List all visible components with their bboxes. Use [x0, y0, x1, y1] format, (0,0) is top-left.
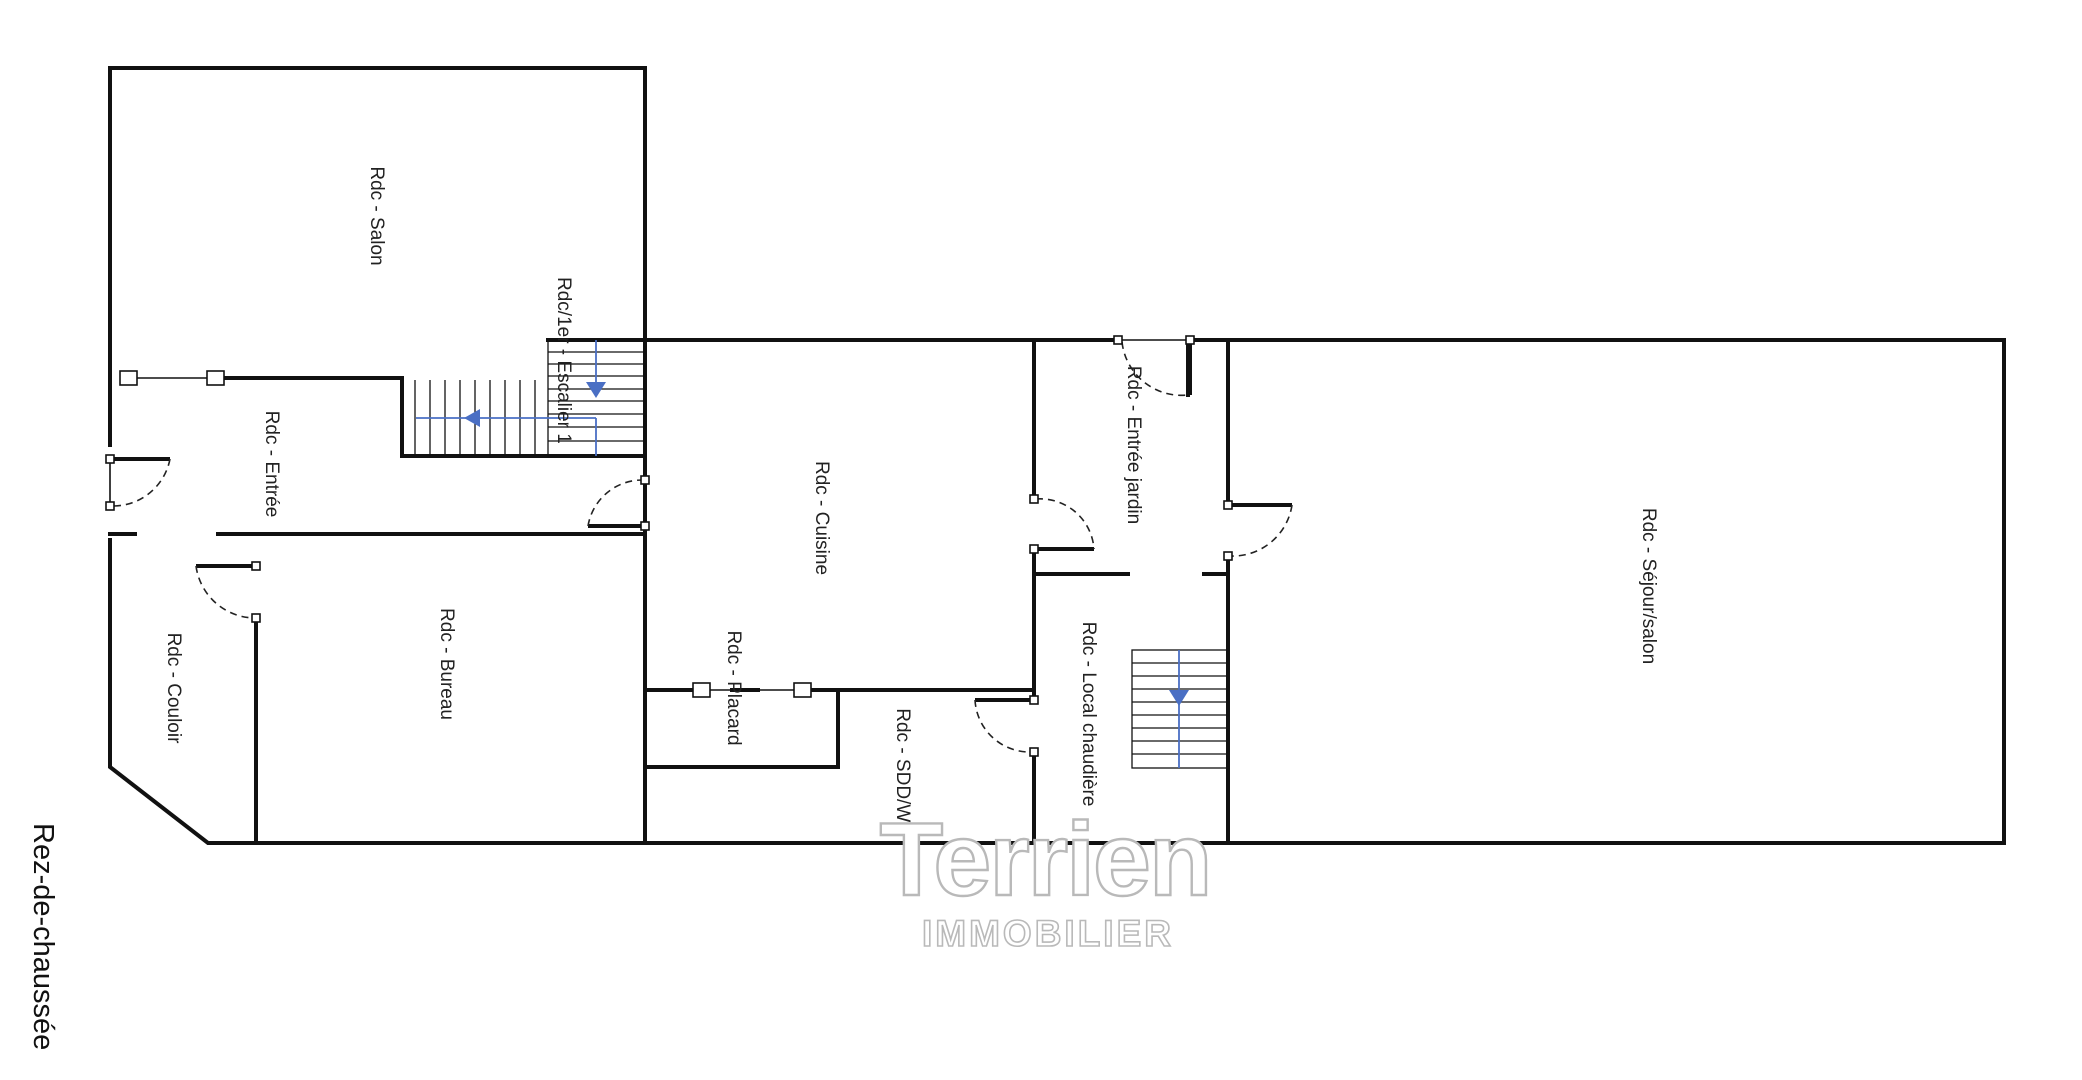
watermark-subtitle: IMMOBILIER [922, 913, 1174, 954]
watermark-logo: Terrien IMMOBILIER [878, 801, 1213, 955]
stair-main [414, 339, 646, 457]
room-label-placard: Rdc - Placard [723, 630, 744, 745]
floor-label: Rez-de-chaussée [27, 823, 59, 1050]
room-labels: Rdc - Salon Rdc/1er - Escalier 1 Rdc - E… [163, 166, 1659, 831]
wall-placard-box [643, 688, 840, 769]
doors [105, 335, 1293, 757]
door-entree-exterior [105, 454, 171, 511]
stair-local-chaudiere [1131, 649, 1229, 769]
walls [108, 66, 2006, 845]
room-label-entree: Rdc - Entrée [261, 411, 282, 518]
room-label-couloir: Rdc - Couloir [163, 633, 184, 745]
room-label-escalier: Rdc/1er - Escalier 1 [553, 277, 574, 444]
openings [119, 370, 812, 698]
door-jardin-exterior [1113, 335, 1195, 397]
door-sejour [1223, 500, 1293, 561]
room-label-salon: Rdc - Salon [366, 166, 387, 265]
room-label-sejour-salon: Rdc - Séjour/salon [1638, 508, 1659, 664]
room-label-bureau: Rdc - Bureau [436, 608, 457, 720]
door-cuisine [587, 475, 650, 531]
room-label-local-chaudiere: Rdc - Local chaudière [1078, 622, 1099, 807]
watermark-brand: Terrien [880, 802, 1211, 918]
door-cuisine-jardin [1029, 494, 1095, 554]
room-label-entree-jardin: Rdc - Entrée jardin [1123, 366, 1144, 524]
room-label-cuisine: Rdc - Cuisine [811, 461, 832, 575]
door-sdd [974, 695, 1039, 757]
wall-left-lower [108, 538, 2006, 845]
door-couloir [195, 561, 261, 623]
room-label-sdd-wc: Rdc - SDD/Wc [892, 708, 913, 832]
wall-stair-box [400, 376, 647, 458]
